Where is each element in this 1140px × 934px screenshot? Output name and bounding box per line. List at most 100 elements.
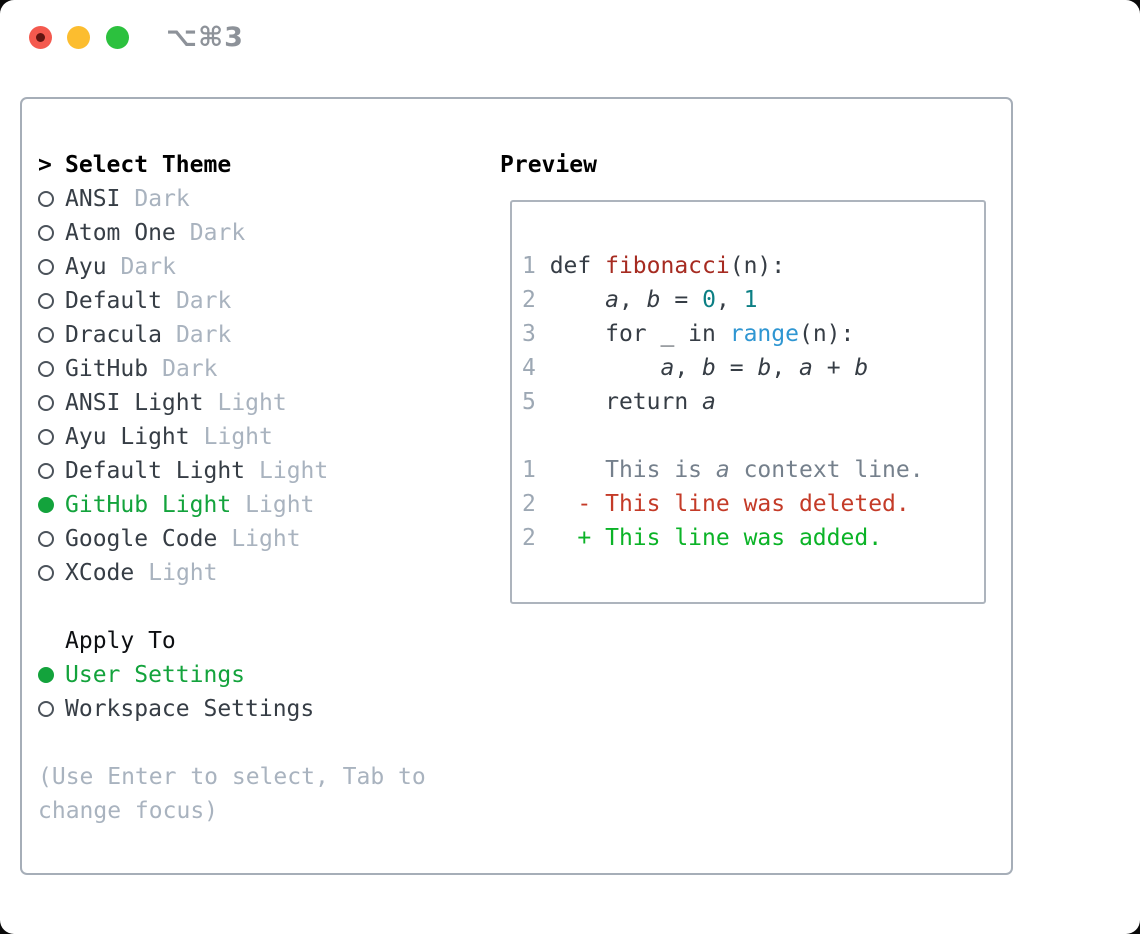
code-token: 1 [743, 287, 758, 313]
radio-unselected-icon [38, 565, 65, 581]
radio-selected-icon [38, 497, 65, 513]
code-token: = [715, 355, 758, 381]
theme-name: GitHub [65, 356, 149, 382]
theme-name: Dracula [65, 322, 162, 348]
theme-name: Google Code [65, 526, 218, 552]
close-button[interactable] [29, 26, 52, 49]
theme-variant-tag: Light [231, 526, 301, 552]
code-token: a [702, 389, 716, 415]
radio-unselected-icon [38, 429, 65, 445]
code-token: range [729, 321, 799, 347]
theme-option-xcode[interactable]: XCode Light [38, 556, 328, 590]
preview-code-line [522, 419, 924, 453]
code-token: 2 [522, 525, 536, 551]
preview-code-line: 2 + This line was added. [522, 521, 924, 555]
preview-code-line: 3 for _ in range(n): [522, 317, 924, 351]
radio-unselected-icon [38, 463, 65, 479]
theme-name: GitHub Light [65, 492, 232, 518]
code-token: , [771, 355, 800, 381]
preview-code-line: 2 a, b = 0, 1 [522, 283, 924, 317]
theme-name: Ayu [65, 254, 107, 280]
theme-option-ayu-light[interactable]: Ayu Light Light [38, 420, 328, 454]
theme-variant-tag: Dark [162, 356, 218, 382]
code-token: This is [535, 457, 716, 483]
radio-unselected-icon [38, 191, 65, 207]
theme-name: ANSI Light [65, 390, 204, 416]
zoom-button[interactable] [106, 26, 129, 49]
apply-option-name: User Settings [65, 662, 246, 688]
apply-to-header: Apply To [38, 624, 176, 658]
theme-option-default-light[interactable]: Default Light Light [38, 454, 328, 488]
radio-unselected-icon [38, 701, 65, 717]
theme-variant-tag: Dark [134, 186, 190, 212]
hint-line-2: change focus) [38, 798, 219, 824]
code-token [536, 525, 578, 551]
theme-name: Default [65, 288, 162, 314]
theme-option-github-light[interactable]: GitHub Light Light [38, 488, 328, 522]
apply-to-label: Apply To [65, 628, 176, 654]
code-token: a [715, 457, 730, 483]
code-token: 5 [522, 389, 536, 415]
theme-variant-tag: Light [203, 424, 273, 450]
code-token: , [715, 287, 744, 313]
code-token [536, 491, 578, 517]
theme-variant-tag: Light [245, 492, 315, 518]
code-token: , [618, 287, 647, 313]
apply-option-user-settings[interactable]: User Settings [38, 658, 314, 692]
theme-name: Ayu Light [65, 424, 190, 450]
hint-text: (Use Enter to select, Tab to change focu… [38, 760, 426, 828]
code-token: 0 [702, 287, 716, 313]
preview-code-line: 4 a, b = b, a + b [522, 351, 924, 385]
code-token: b [757, 355, 772, 381]
apply-option-workspace-settings[interactable]: Workspace Settings [38, 692, 314, 726]
theme-variant-tag: Light [148, 560, 218, 586]
theme-name: Default Light [65, 458, 246, 484]
code-token: 2 [522, 287, 536, 313]
code-token: a [799, 355, 813, 381]
code-token [536, 287, 605, 313]
close-dot-icon [36, 33, 45, 42]
code-token: + [812, 355, 855, 381]
select-theme-label: Select Theme [65, 152, 232, 178]
theme-name: XCode [65, 560, 135, 586]
theme-option-dracula[interactable]: Dracula Dark [38, 318, 328, 352]
code-token: b [646, 287, 661, 313]
theme-variant-tag: Light [259, 458, 329, 484]
code-token: (n): [798, 321, 855, 347]
code-token: context line. [729, 457, 924, 483]
radio-unselected-icon [38, 395, 65, 411]
code-token [536, 355, 661, 381]
hint-line-1: (Use Enter to select, Tab to [38, 764, 426, 790]
code-token: a [660, 355, 675, 381]
theme-option-github[interactable]: GitHub Dark [38, 352, 328, 386]
code-token: 1 [522, 457, 536, 483]
code-token: 3 [522, 321, 536, 347]
code-token: (n): [729, 253, 786, 279]
code-token: fibonacci [605, 253, 730, 279]
theme-variant-tag: Light [217, 390, 287, 416]
radio-unselected-icon [38, 259, 65, 275]
radio-unselected-icon [38, 531, 65, 547]
preview-code-line: 1 This is a context line. [522, 453, 924, 487]
code-token: - This line was deleted. [577, 491, 910, 517]
theme-variant-tag: Dark [189, 220, 246, 246]
preview-code-line: 1 def fibonacci(n): [522, 249, 924, 283]
theme-option-ansi-light[interactable]: ANSI Light Light [38, 386, 328, 420]
preview-code-line: 2 - This line was deleted. [522, 487, 924, 521]
minimize-button[interactable] [67, 26, 90, 49]
select-theme-header: > Select Theme [38, 148, 231, 182]
theme-variant-tag: Dark [175, 322, 232, 348]
preview-code-line: 5 return a [522, 385, 924, 419]
radio-unselected-icon [38, 293, 65, 309]
theme-option-google-code[interactable]: Google Code Light [38, 522, 328, 556]
